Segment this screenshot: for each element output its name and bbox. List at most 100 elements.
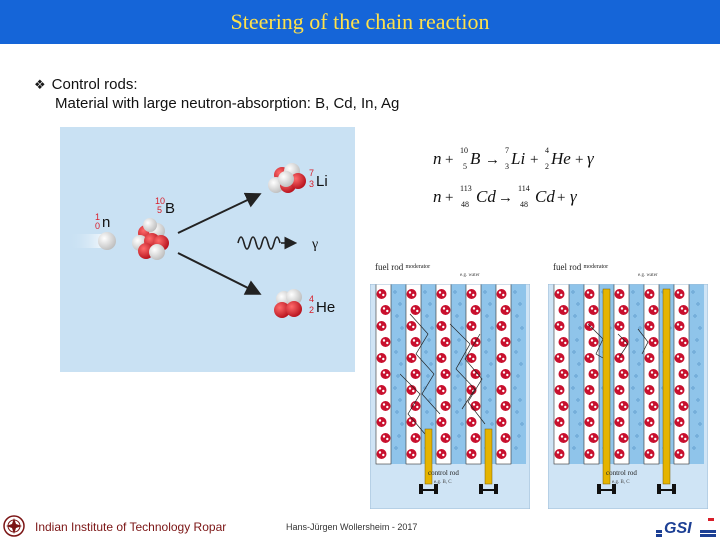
page-title: Steering of the chain reaction xyxy=(230,9,490,34)
neutron-path xyxy=(464,333,486,425)
fuel-rod xyxy=(375,284,392,465)
eq1-gamma: γ xyxy=(587,149,595,168)
eq1-he-z: 2 xyxy=(545,162,549,171)
bullet-line-1: Control rods: xyxy=(51,76,138,93)
moderator-column xyxy=(391,284,406,464)
eq1-n: n xyxy=(433,149,442,168)
eq1-plus: + xyxy=(445,152,453,168)
footer-author: Hans-Jürgen Wollersheim - 2017 xyxy=(286,522,418,532)
reactor-right-svg xyxy=(548,284,708,509)
bullet-diamond-icon: ❖ xyxy=(34,77,46,92)
lithium-mass-label: 7 xyxy=(309,168,314,178)
equation-1: n + 10 5 B → 7 3 Li + 4 2 He + γ xyxy=(433,146,595,171)
fuel-rod xyxy=(405,284,422,465)
neutron-particle xyxy=(98,232,116,250)
eq2-cd-z: 48 xyxy=(461,200,469,209)
eq1-plus-3: + xyxy=(575,152,583,168)
fuel-rod xyxy=(643,284,660,465)
gamma-wave xyxy=(237,236,281,250)
control-rod-sub-label: e.g. B, C xyxy=(434,480,452,485)
eq2-plus: + xyxy=(445,190,453,206)
fuel-rod-label: fuel rod xyxy=(375,262,404,272)
eq2-cd-mass: 113 xyxy=(460,184,472,193)
title-bar: Steering of the chain reaction xyxy=(0,0,720,44)
neutron-path xyxy=(617,333,629,357)
neutron-trail xyxy=(68,234,108,248)
boron-z-label: 5 xyxy=(157,205,162,215)
reactor-left-header: fuel rod moderator xyxy=(375,262,430,272)
eq1-plus-2: + xyxy=(530,152,538,168)
helium-z-label: 2 xyxy=(309,305,314,315)
bullet-block: ❖ Control rods: Material with large neutr… xyxy=(34,75,399,113)
eq1-li-z: 3 xyxy=(505,162,509,171)
eq1-li-mass: 7 xyxy=(505,146,509,155)
reaction-equations: n + 10 5 B → 7 3 Li + 4 2 He + γ n + 113… xyxy=(425,140,625,220)
eq1-he-mass: 4 xyxy=(545,146,549,155)
fuel-rod xyxy=(495,284,512,465)
eq2-cd2-z: 48 xyxy=(520,200,528,209)
lithium-z-label: 3 xyxy=(309,179,314,189)
gsi-logo-icon: GSI xyxy=(656,516,718,538)
control-rod-sub-label: e.g. B, C xyxy=(612,480,630,485)
moderator-column xyxy=(511,284,526,464)
footer-institute: Indian Institute of Technology Ropar xyxy=(35,520,227,534)
control-rod xyxy=(479,428,498,494)
fuel-rod-label: fuel rod xyxy=(553,262,582,272)
neutron-z-label: 0 xyxy=(95,221,100,231)
control-rod xyxy=(597,288,616,494)
eq1-arrow: → xyxy=(485,152,500,168)
reactor-right-header: fuel rod moderator xyxy=(553,262,608,272)
eq1-b: B xyxy=(470,149,481,168)
helium-mass-label: 4 xyxy=(309,294,314,304)
moderator-sub-label: e.g. water xyxy=(638,273,658,278)
fuel-rod xyxy=(583,284,600,465)
moderator-sub-label: e.g. water xyxy=(460,273,480,278)
moderator-label: moderator xyxy=(583,264,609,270)
eq2-plus-2: + xyxy=(557,190,565,206)
eq2-cd: Cd xyxy=(476,187,496,206)
fuel-rod xyxy=(613,284,630,465)
iit-ropar-logo-icon xyxy=(2,514,26,538)
helium-symbol: He xyxy=(316,299,335,316)
fuel-rod xyxy=(673,284,690,465)
helium-nucleus xyxy=(274,289,302,318)
moderator-label: moderator xyxy=(405,264,431,270)
fuel-rod xyxy=(465,284,482,465)
moderator-column xyxy=(451,284,466,464)
lithium-symbol: Li xyxy=(316,173,328,190)
reactor-schematic-withdrawn: fuel rod moderator e.g. water control ro… xyxy=(370,262,540,509)
eq2-cd2: Cd xyxy=(535,187,555,206)
control-rod-label: control rod xyxy=(606,469,637,477)
eq2-gamma: γ xyxy=(570,187,578,206)
arrow-to-helium xyxy=(177,252,262,295)
neutron-path xyxy=(399,373,426,435)
fuel-rod xyxy=(553,284,570,465)
reaction-svg: 1 0 n 10 5 B γ xyxy=(68,163,335,318)
neutron-mass-label: 1 xyxy=(95,212,100,222)
gamma-label: γ xyxy=(311,237,318,252)
eq1-he: He xyxy=(550,149,571,168)
boron-nucleus xyxy=(132,218,169,260)
boron-mass-label: 10 xyxy=(155,196,165,206)
neutron-symbol: n xyxy=(102,214,110,231)
bullet-line-2: Material with large neutron-absorption: … xyxy=(55,95,400,112)
neutron-path xyxy=(449,323,476,410)
lithium-nucleus xyxy=(268,163,306,193)
moderator-column xyxy=(569,284,584,464)
fuel-rod xyxy=(435,284,452,465)
eq2-cd2-mass: 114 xyxy=(518,184,530,193)
control-rod xyxy=(657,288,676,494)
eq1-b-mass: 10 xyxy=(460,146,468,155)
reactor-schematic-inserted: fuel rod moderator e.g. water control ro… xyxy=(548,262,718,509)
eq2-n: n xyxy=(433,187,442,206)
control-rod xyxy=(419,428,438,494)
gsi-logo-text: GSI xyxy=(664,520,692,537)
eq2-arrow: → xyxy=(498,190,513,206)
reactor-left-svg xyxy=(370,284,530,509)
control-rod-label: control rod xyxy=(428,469,459,477)
neutron-path xyxy=(637,328,649,355)
reaction-diagram: 1 0 n 10 5 B γ xyxy=(60,127,355,372)
equation-2: n + 113 48 Cd → 114 48 Cd + γ xyxy=(433,184,578,209)
neutron-path xyxy=(409,313,441,415)
moderator-column xyxy=(689,284,704,464)
